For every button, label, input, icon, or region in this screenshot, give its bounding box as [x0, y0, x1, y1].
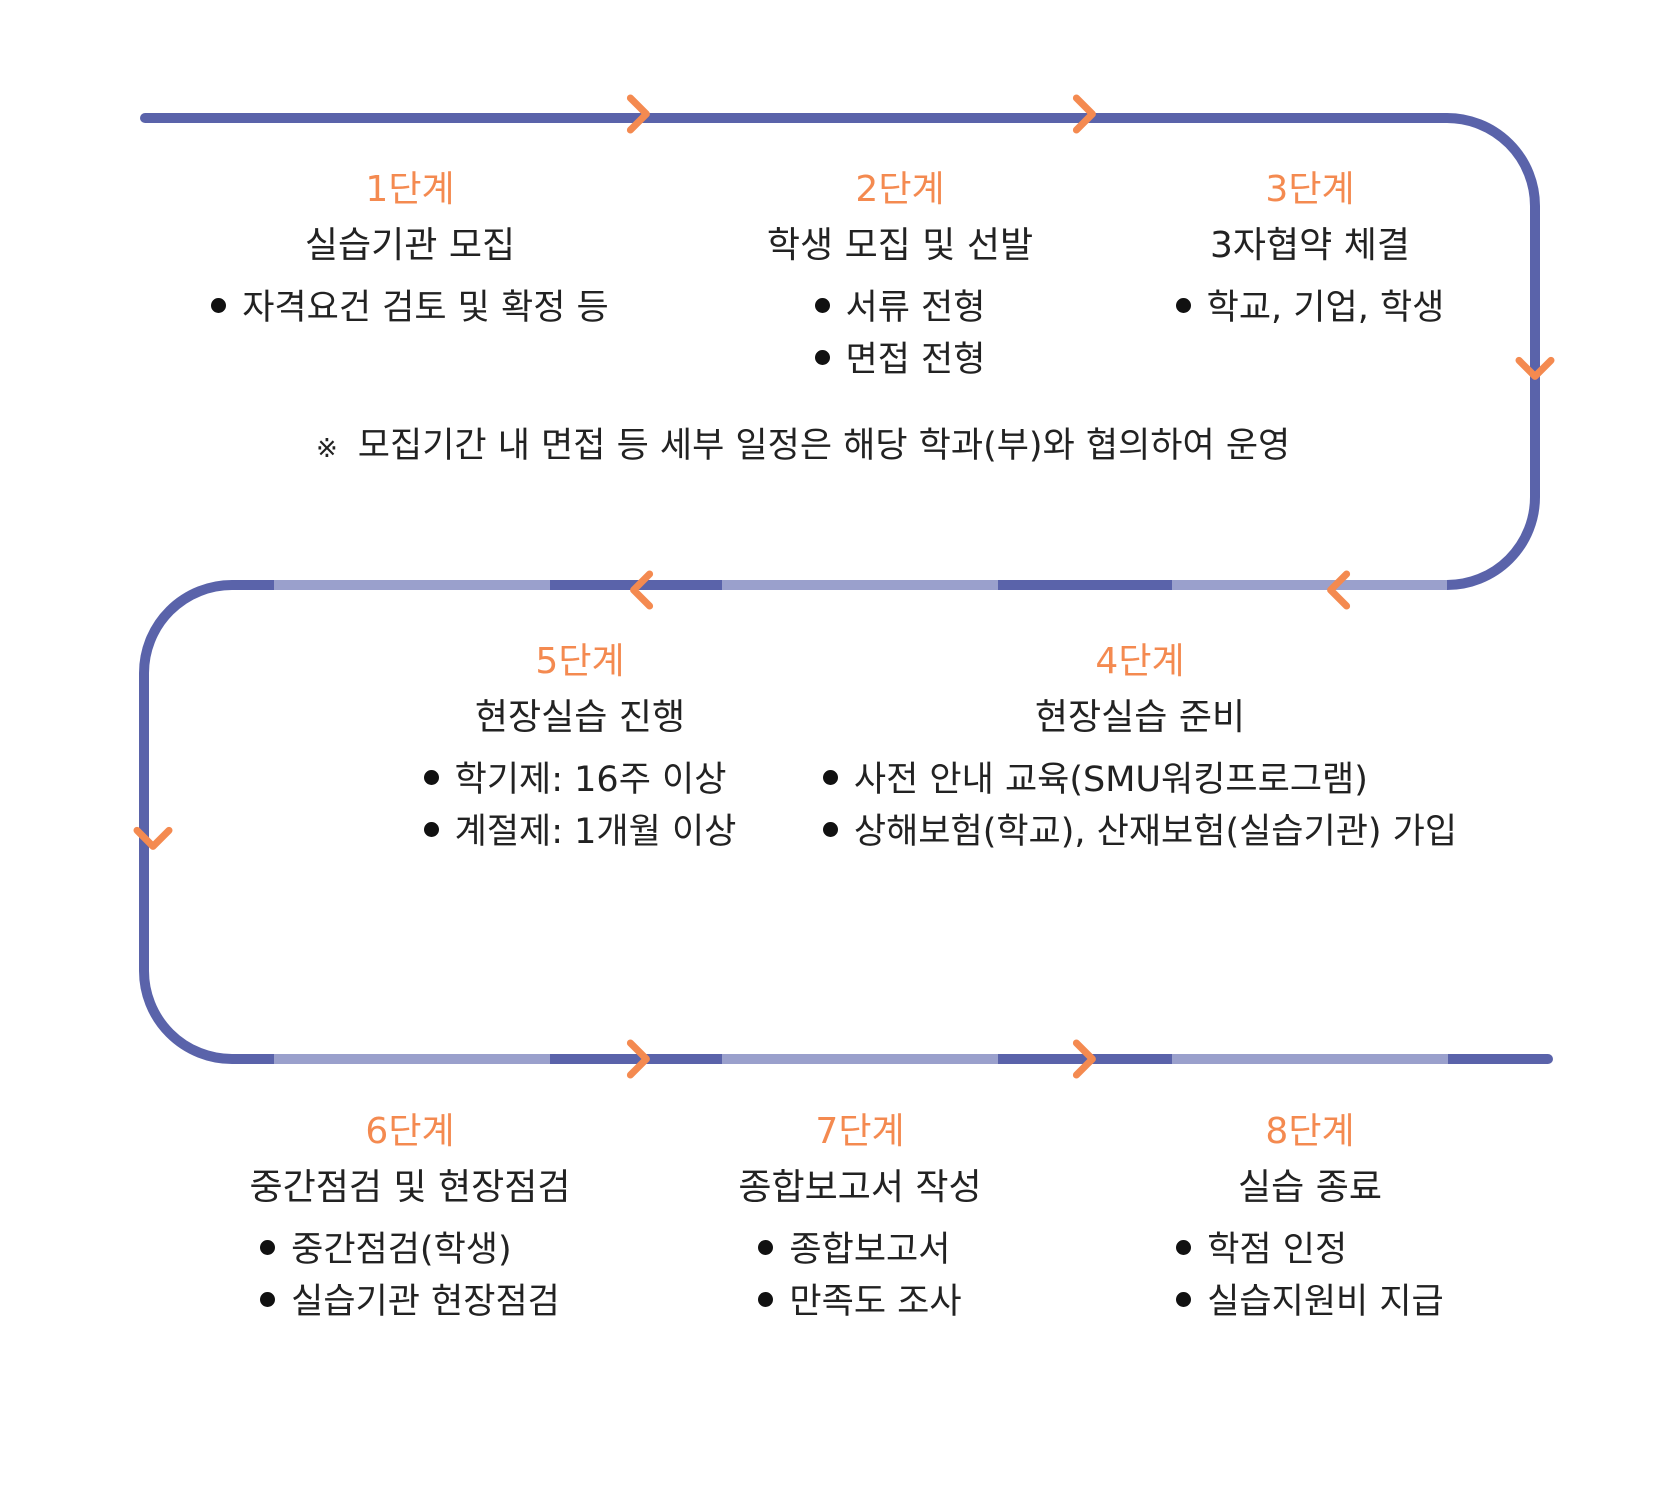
stage-7-title: 종합보고서 작성: [738, 1167, 982, 1208]
bullet-icon: [260, 1291, 276, 1307]
stage-1-items: 자격요건 검토 및 확정 등: [211, 282, 609, 334]
stage-2-items: 서류 전형 면접 전형: [814, 282, 986, 386]
chevron-down-icon: [133, 826, 173, 850]
stage-8-item-text: 학점 인정: [1207, 1230, 1348, 1270]
bullet-icon: [423, 769, 439, 785]
stage-6-items: 중간점검(학생) 실습기관 현장점검: [260, 1224, 560, 1328]
track-left-curve: [139, 580, 274, 1064]
chevron-right-icon: [1072, 94, 1096, 134]
bullet-icon: [423, 821, 439, 837]
stage-8-title: 실습 종료: [1238, 1167, 1382, 1208]
stage-4: 4단계 현장실습 준비 사전 안내 교육(SMU워킹프로그램) 상해보험(학교)…: [800, 640, 1480, 858]
stage-1-label: 1단계: [365, 169, 455, 210]
stage-5-item: 계절제: 1개월 이상: [423, 806, 737, 858]
stage-6-label: 6단계: [365, 1111, 455, 1152]
stage-4-item: 상해보험(학교), 산재보험(실습기관) 가입: [822, 806, 1458, 858]
stage-2-item-text: 서류 전형: [845, 288, 986, 328]
chevron-right-icon: [1072, 1039, 1096, 1079]
bullet-icon: [814, 297, 830, 313]
stage-5-item-text: 학기제: 16주 이상: [454, 760, 727, 800]
chevron-down-icon: [1515, 356, 1555, 380]
stage-3-item-text: 학교, 기업, 학생: [1206, 288, 1445, 328]
track-end-cap: [1543, 1054, 1553, 1064]
stage-2: 2단계 학생 모집 및 선발 서류 전형 면접 전형: [690, 168, 1110, 386]
stage-6-item: 실습기관 현장점검: [260, 1276, 560, 1328]
stage-6-item-text: 실습기관 현장점검: [291, 1282, 560, 1322]
stage-3-title: 3자협약 체결: [1210, 225, 1410, 266]
stage-2-title: 학생 모집 및 선발: [766, 225, 1034, 266]
stage-7-items: 종합보고서 만족도 조사: [758, 1224, 962, 1328]
note-mark-icon: ※: [316, 434, 338, 464]
stage-3: 3단계 3자협약 체결 학교, 기업, 학생: [1110, 168, 1510, 334]
stage-5-label: 5단계: [535, 641, 625, 682]
stage-7: 7단계 종합보고서 작성 종합보고서 만족도 조사: [680, 1110, 1040, 1328]
stage-6-title: 중간점검 및 현장점검: [249, 1167, 571, 1208]
stage-6: 6단계 중간점검 및 현장점검 중간점검(학생) 실습기관 현장점검: [200, 1110, 620, 1328]
track-lines: [139, 113, 1553, 1064]
stage-5-title: 현장실습 진행: [474, 697, 686, 738]
stage-5-item: 학기제: 16주 이상: [423, 754, 737, 806]
recruitment-note: ※ 모집기간 내 면접 등 세부 일정은 해당 학과(부)와 협의하여 운영: [316, 422, 1290, 473]
stage-8-item: 실습지원비 지급: [1176, 1276, 1444, 1328]
track-arrows: [133, 94, 1555, 1079]
stage-4-item-text: 상해보험(학교), 산재보험(실습기관) 가입: [853, 812, 1458, 852]
bullet-icon: [1175, 297, 1191, 313]
stage-8-items: 학점 인정 실습지원비 지급: [1176, 1224, 1444, 1328]
stage-5-item-text: 계절제: 1개월 이상: [454, 812, 737, 852]
stage-4-title: 현장실습 준비: [1034, 697, 1246, 738]
stage-1: 1단계 실습기관 모집 자격요건 검토 및 확정 등: [200, 168, 620, 334]
stage-8-item-text: 실습지원비 지급: [1207, 1282, 1444, 1322]
stage-3-label: 3단계: [1265, 169, 1355, 210]
stage-1-title: 실습기관 모집: [304, 225, 516, 266]
bullet-icon: [758, 1291, 774, 1307]
stage-3-items: 학교, 기업, 학생: [1175, 282, 1445, 334]
stage-4-item-text: 사전 안내 교육(SMU워킹프로그램): [853, 760, 1368, 800]
bullet-icon: [260, 1239, 276, 1255]
note-text: 모집기간 내 면접 등 세부 일정은 해당 학과(부)와 협의하여 운영: [357, 426, 1291, 466]
bullet-icon: [1176, 1239, 1192, 1255]
bullet-icon: [1176, 1291, 1192, 1307]
stage-4-items: 사전 안내 교육(SMU워킹프로그램) 상해보험(학교), 산재보험(실습기관)…: [822, 754, 1458, 858]
stage-5-items: 학기제: 16주 이상 계절제: 1개월 이상: [423, 754, 737, 858]
chevron-right-icon: [626, 1039, 650, 1079]
stage-2-item: 면접 전형: [814, 334, 986, 386]
stage-7-item: 종합보고서: [758, 1224, 961, 1276]
stage-1-item-text: 자격요건 검토 및 확정 등: [242, 288, 609, 328]
stage-7-item-text: 만족도 조사: [789, 1282, 962, 1322]
stage-4-label: 4단계: [1095, 641, 1185, 682]
stage-8: 8단계 실습 종료 학점 인정 실습지원비 지급: [1130, 1110, 1490, 1328]
stage-6-item-text: 중간점검(학생): [291, 1230, 512, 1270]
stage-5: 5단계 현장실습 진행 학기제: 16주 이상 계절제: 1개월 이상: [400, 640, 760, 858]
chevron-left-icon: [630, 570, 654, 610]
chevron-right-icon: [626, 94, 650, 134]
bullet-icon: [814, 349, 830, 365]
track-end-cap: [140, 113, 150, 123]
stage-8-label: 8단계: [1265, 1111, 1355, 1152]
stage-4-item: 사전 안내 교육(SMU워킹프로그램): [822, 754, 1457, 806]
stage-7-item-text: 종합보고서: [789, 1230, 951, 1270]
bullet-icon: [822, 821, 838, 837]
stage-8-item: 학점 인정: [1176, 1224, 1444, 1276]
stage-7-item: 만족도 조사: [758, 1276, 962, 1328]
stage-1-item: 자격요건 검토 및 확정 등: [211, 282, 609, 334]
bullet-icon: [822, 769, 838, 785]
stage-2-item: 서류 전형: [814, 282, 986, 334]
chevron-left-icon: [1327, 570, 1351, 610]
stage-2-label: 2단계: [855, 169, 945, 210]
stage-6-item: 중간점검(학생): [260, 1224, 560, 1276]
stage-7-label: 7단계: [815, 1111, 905, 1152]
bullet-icon: [211, 297, 227, 313]
track-top-row: [145, 113, 1540, 590]
stage-2-item-text: 면접 전형: [845, 340, 986, 380]
stage-3-item: 학교, 기업, 학생: [1175, 282, 1445, 334]
bullet-icon: [758, 1239, 774, 1255]
